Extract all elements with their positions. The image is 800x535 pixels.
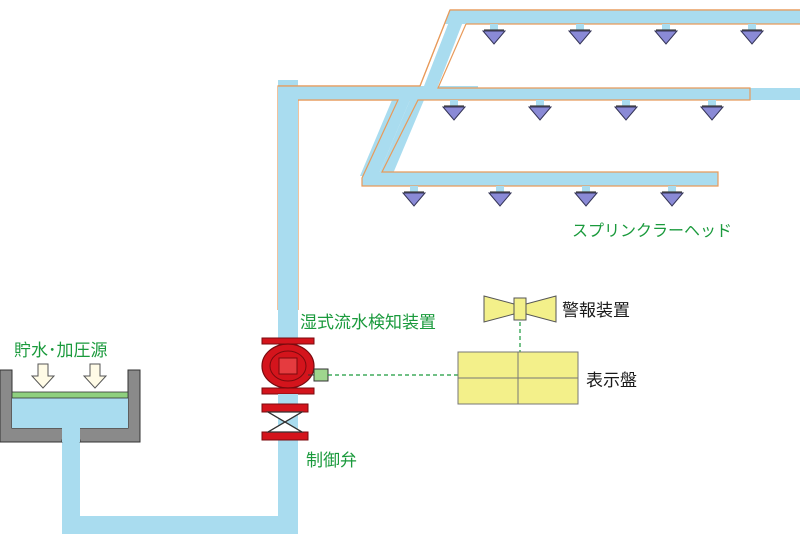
sprinkler-heads <box>401 24 765 207</box>
control-valve <box>261 403 309 441</box>
down-arrow-icon <box>82 363 108 389</box>
sprinkler-head-icon <box>739 24 765 45</box>
alarm-device <box>483 295 557 323</box>
sprinkler-head-icon <box>401 186 427 207</box>
control-valve-label: 制御弁 <box>306 451 357 471</box>
branch-pipes <box>278 9 800 346</box>
sprinkler-head-label: スプリンクラーヘッド <box>572 221 732 240</box>
display-panel <box>457 351 579 405</box>
wet-flow-detector-label: 湿式流水検知装置 <box>300 313 436 333</box>
sprinkler-head-icon <box>613 100 639 121</box>
sprinkler-head-icon <box>527 100 553 121</box>
sprinkler-head-icon <box>653 24 679 45</box>
sprinkler-head-icon <box>573 186 599 207</box>
sprinkler-head-icon <box>487 186 513 207</box>
display-panel-label: 表示盤 <box>586 371 637 391</box>
sprinkler-head-icon <box>481 24 507 45</box>
down-arrow-icon <box>30 363 56 389</box>
water-tank <box>0 369 141 443</box>
wet-flow-detector <box>261 337 329 395</box>
alarm-device-label: 警報装置 <box>562 301 630 321</box>
sprinkler-head-icon <box>567 24 593 45</box>
sprinkler-head-icon <box>699 100 725 121</box>
water-supply-label: 貯水･加圧源 <box>14 341 108 361</box>
sprinkler-head-icon <box>659 186 685 207</box>
sprinkler-head-icon <box>441 100 467 121</box>
